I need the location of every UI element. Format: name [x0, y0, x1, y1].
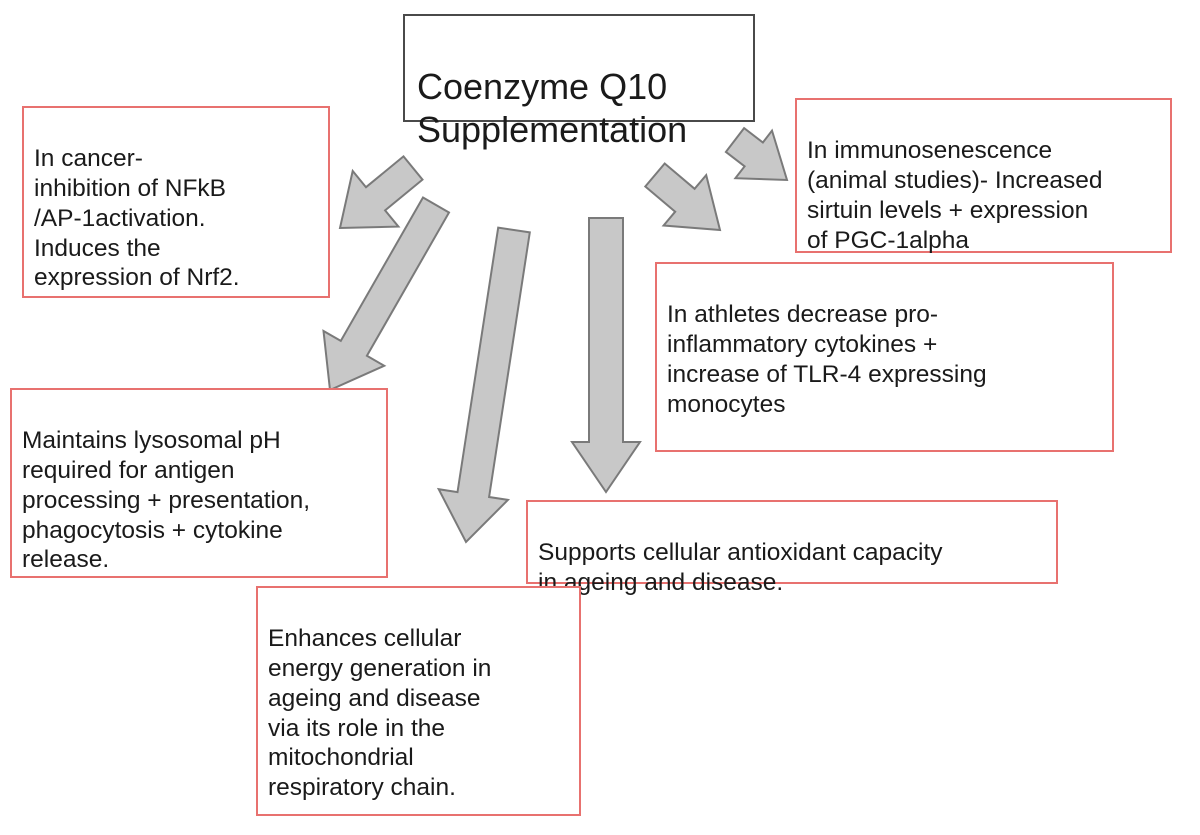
title-box: Coenzyme Q10 Supplementation — [403, 14, 755, 150]
immunosenescence-effect-box: In immunosenescence (animal studies)- In… — [795, 98, 1172, 254]
cancer-effect-text: In cancer- inhibition of NFkB /AP-1activ… — [34, 144, 240, 292]
lysosomal-effect-box: Maintains lysosomal pH required for anti… — [10, 388, 388, 578]
arrow-to-antioxidant-box — [570, 217, 642, 494]
cancer-effect-box: In cancer- inhibition of NFkB /AP-1activ… — [22, 106, 330, 298]
lysosomal-effect-text: Maintains lysosomal pH required for anti… — [22, 426, 311, 574]
arrow-to-cancer-box — [338, 154, 424, 230]
athletes-effect-box: In athletes decrease pro- inflammatory c… — [655, 262, 1114, 452]
arrow-to-lysosomal-box — [322, 196, 451, 392]
athletes-effect-text: In athletes decrease pro- inflammatory c… — [667, 300, 987, 418]
antioxidant-effect-box: Supports cellular antioxidant capacity i… — [526, 500, 1058, 596]
arrow-to-energy-box — [436, 226, 531, 544]
energy-effect-text: Enhances cellular energy generation in a… — [268, 624, 492, 802]
arrow-to-athletes-box — [643, 162, 722, 232]
arrow-to-immunosenescence-box — [724, 126, 789, 182]
diagram-title: Coenzyme Q10 Supplementation — [417, 66, 688, 150]
antioxidant-effect-text: Supports cellular antioxidant capacity i… — [538, 538, 943, 596]
energy-effect-box: Enhances cellular energy generation in a… — [256, 586, 581, 816]
immunosenescence-effect-text: In immunosenescence (animal studies)- In… — [807, 136, 1103, 254]
